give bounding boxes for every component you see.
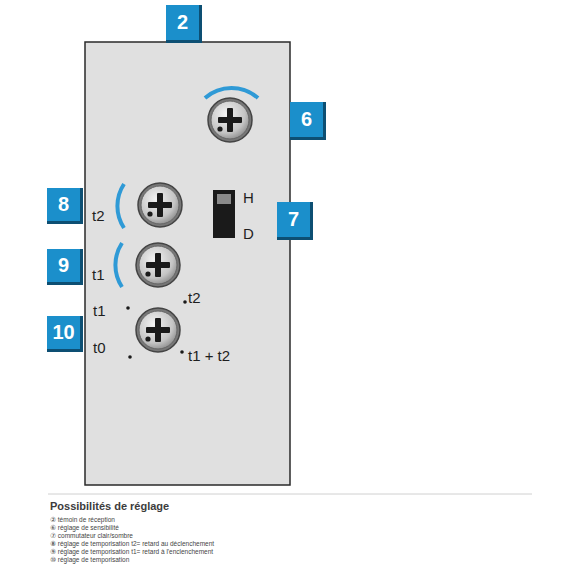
position-dot	[128, 355, 132, 359]
callout-number-text: 6	[301, 108, 312, 131]
t2-knob	[138, 183, 182, 227]
callout-number-text: 10	[52, 321, 74, 344]
legend-note: ⑩ réglage de temporisation	[50, 556, 129, 563]
position-dot	[180, 350, 184, 354]
mode-knob	[136, 308, 180, 352]
position-dot	[126, 306, 130, 310]
callout-number: 2	[166, 5, 202, 43]
separator-line	[48, 494, 532, 495]
legend-note: ⑦ commutateur clair/sombre	[50, 532, 133, 539]
callout-number: 6	[290, 102, 326, 140]
callout-number-text: 7	[288, 208, 299, 231]
setting-label: t1	[93, 303, 106, 320]
adjust-arc	[115, 243, 122, 287]
position-dot	[183, 300, 187, 304]
setting-label: t2	[188, 290, 201, 307]
callout-number: 9	[47, 249, 83, 285]
housing-panel	[85, 42, 290, 485]
adjust-arc	[205, 88, 258, 98]
callout-number-text: 8	[58, 193, 69, 216]
legend-note: ⑧ réglage de temporisation t2= retard au…	[50, 540, 214, 547]
switch-body	[213, 190, 235, 238]
callout-number: 8	[47, 188, 83, 224]
setting-label: t1	[92, 267, 105, 284]
setting-label: t2	[92, 208, 105, 225]
legend-note: ⑨ réglage de temporisation t1= retard à …	[50, 548, 213, 555]
setting-label: H	[243, 190, 254, 207]
setting-label: t1 + t2	[188, 348, 230, 365]
heading: Possibilités de réglage	[50, 500, 169, 512]
setting-label: t0	[93, 340, 106, 357]
callout-number-text: 2	[177, 11, 188, 34]
legend-note: ② témoin de réception	[50, 516, 115, 523]
legend-note: ⑥ réglage de sensibilité	[50, 524, 119, 531]
t1-knob	[136, 243, 180, 287]
callout-number-text: 9	[58, 254, 69, 277]
setting-label: D	[243, 226, 254, 243]
adjust-arc	[117, 184, 124, 228]
switch-lever	[217, 194, 231, 204]
callout-number: 7	[277, 202, 313, 240]
callout-number: 10	[47, 316, 83, 352]
sensitivity-knob	[208, 98, 252, 142]
